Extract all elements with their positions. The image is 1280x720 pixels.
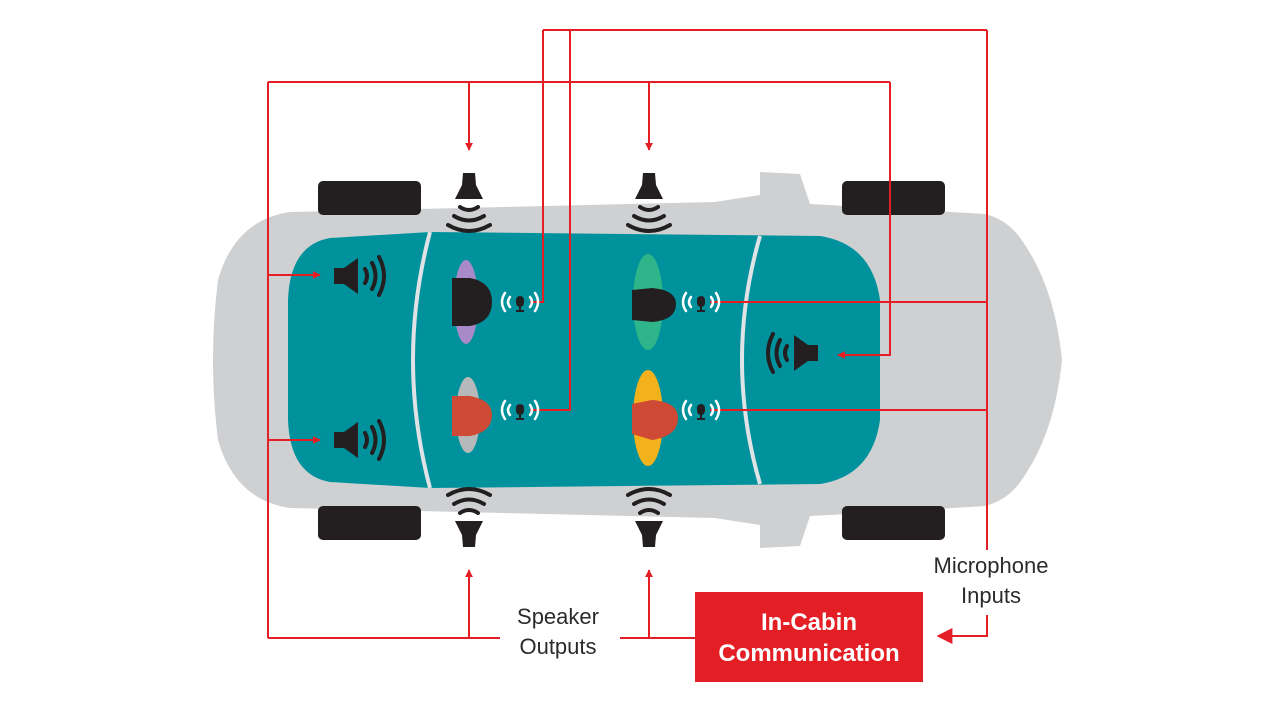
tire-front-right <box>318 506 421 540</box>
passenger-icon <box>452 260 492 344</box>
speaker-outputs-label: Speaker Outputs <box>517 604 599 659</box>
passenger-icon <box>632 254 676 350</box>
passenger-icon <box>632 370 678 466</box>
box-title-line2: Communication <box>718 640 899 667</box>
passenger-icon <box>452 377 492 453</box>
speaker-label-line2: Outputs <box>519 634 596 659</box>
car-cabin <box>288 231 880 489</box>
microphone-inputs-label: Microphone Inputs <box>934 553 1049 608</box>
in-cabin-communication-box: In-Cabin Communication <box>695 592 923 682</box>
microphone-input-wiring <box>530 29 988 644</box>
tire-rear-left <box>842 181 945 215</box>
tire-rear-right <box>842 506 945 540</box>
speaker-label-line1: Speaker <box>517 604 599 629</box>
mic-label-line1: Microphone <box>934 553 1049 578</box>
mic-label-line2: Inputs <box>961 583 1021 608</box>
speaker-output-wiring <box>267 81 891 639</box>
box-title-line1: In-Cabin <box>761 609 857 636</box>
tire-front-left <box>318 181 421 215</box>
